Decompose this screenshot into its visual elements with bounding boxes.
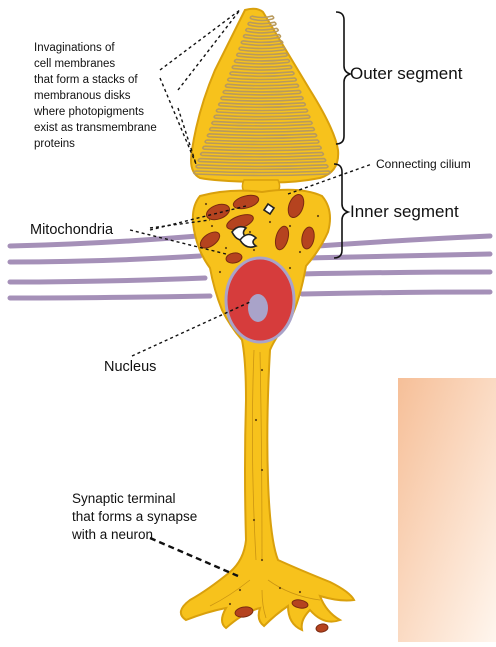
granule (239, 589, 241, 591)
background-gradient-panel (398, 378, 496, 642)
cone-cell (181, 9, 354, 633)
granule (289, 267, 291, 269)
granule (261, 559, 263, 561)
synaptic-terminal-line: with a neuron (72, 526, 197, 544)
granule (249, 231, 251, 233)
granule (269, 221, 271, 223)
inner-segment-label: Inner segment (350, 202, 459, 222)
connecting-cilium-label: Connecting cilium (376, 156, 471, 172)
nucleolus (248, 294, 268, 322)
outer-segment-brace (336, 12, 350, 144)
membrane-lines-right (300, 236, 490, 294)
granule (219, 271, 221, 273)
granule (289, 225, 291, 227)
invaginations-line: exist as transmembrane (34, 120, 157, 136)
nucleus-label: Nucleus (104, 358, 156, 376)
membrane-lines-left (10, 236, 210, 298)
granule (279, 587, 281, 589)
granule (255, 419, 257, 421)
outer-segment-label: Outer segment (350, 64, 462, 84)
invaginations-label: Invaginations of cell membranes that for… (34, 40, 157, 152)
granule (211, 225, 213, 227)
invaginations-line: Invaginations of (34, 40, 157, 56)
granule (253, 249, 255, 251)
granule (225, 247, 227, 249)
invaginations-line: that form a stacks of (34, 72, 157, 88)
granule (299, 591, 301, 593)
granule (261, 469, 263, 471)
mitochondria-label: Mitochondria (30, 221, 113, 239)
granule (253, 519, 255, 521)
synaptic-terminal-line: Synaptic terminal (72, 490, 197, 508)
mitochondrion (315, 623, 328, 633)
invaginations-line: where photopigments (34, 104, 157, 120)
granule (261, 369, 263, 371)
granule (299, 251, 301, 253)
granule (205, 203, 207, 205)
synaptic-terminal-label: Synaptic terminal that forms a synapse w… (72, 490, 197, 544)
invaginations-line: cell membranes (34, 56, 157, 72)
synaptic-terminal-line: that forms a synapse (72, 508, 197, 526)
granule (229, 603, 231, 605)
invaginations-line: proteins (34, 136, 157, 152)
granule (317, 215, 319, 217)
invaginations-line: membranous disks (34, 88, 157, 104)
